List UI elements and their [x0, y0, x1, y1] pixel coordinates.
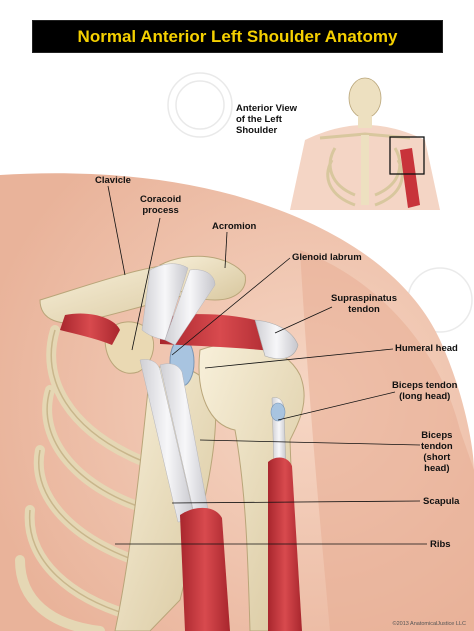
- inset-highlight-box: [389, 136, 425, 175]
- label-biceps-short-line-4: head): [424, 463, 450, 474]
- ligaments: [139, 263, 216, 523]
- label-supraspinatus-line-1: Supraspinatus: [331, 293, 397, 304]
- supraspinatus-tendon: [254, 319, 299, 359]
- supraspinatus-muscle: [160, 314, 280, 352]
- label-glenoid-labrum: Glenoid labrum: [292, 252, 362, 263]
- label-clavicle: Clavicle: [95, 175, 131, 186]
- arm-skin-shade: [300, 250, 474, 631]
- label-biceps-short-line-1: Biceps: [421, 430, 453, 441]
- subclavius-muscle: [60, 313, 120, 345]
- label-biceps-long-line-2: (long head): [399, 391, 451, 402]
- label-coracoid-process: Coracoid process: [140, 194, 181, 216]
- inset-caption-line-2: of the Left: [236, 114, 282, 125]
- label-biceps-short-head: Biceps tendon (short head): [421, 430, 453, 474]
- label-biceps-long-head: Biceps tendon (long head): [392, 380, 457, 402]
- label-humeral-head: Humeral head: [395, 343, 458, 354]
- inset-caption-line-1: Anterior View: [236, 103, 298, 114]
- title-banner: Normal Anterior Left Shoulder Anatomy: [32, 20, 443, 53]
- label-scapula: Scapula: [423, 496, 460, 507]
- label-coracoid-line-1: Coracoid: [140, 194, 182, 205]
- label-biceps-short-line-3: (short: [423, 452, 451, 463]
- inset-caption-line-3: Shoulder: [236, 125, 278, 136]
- label-biceps-short-line-2: tendon: [421, 441, 453, 452]
- page-title: Normal Anterior Left Shoulder Anatomy: [77, 26, 398, 46]
- biceps-short-head-muscle: [180, 507, 230, 631]
- inset-skeleton: [290, 75, 440, 210]
- inset-caption: Anterior View of the Left Shoulder: [236, 103, 297, 136]
- label-ribs: Ribs: [430, 539, 451, 550]
- copyright-footer: ©2013 AnatomicalJustice LLC: [392, 621, 466, 627]
- label-supraspinatus-tendon: Supraspinatus tendon: [331, 293, 397, 315]
- label-supraspinatus-line-2: tendon: [348, 304, 380, 315]
- label-acromion: Acromion: [212, 221, 257, 232]
- leader-lines: [107, 185, 427, 545]
- label-coracoid-line-2: process: [142, 205, 179, 216]
- label-biceps-long-line-1: Biceps tendon: [392, 380, 458, 391]
